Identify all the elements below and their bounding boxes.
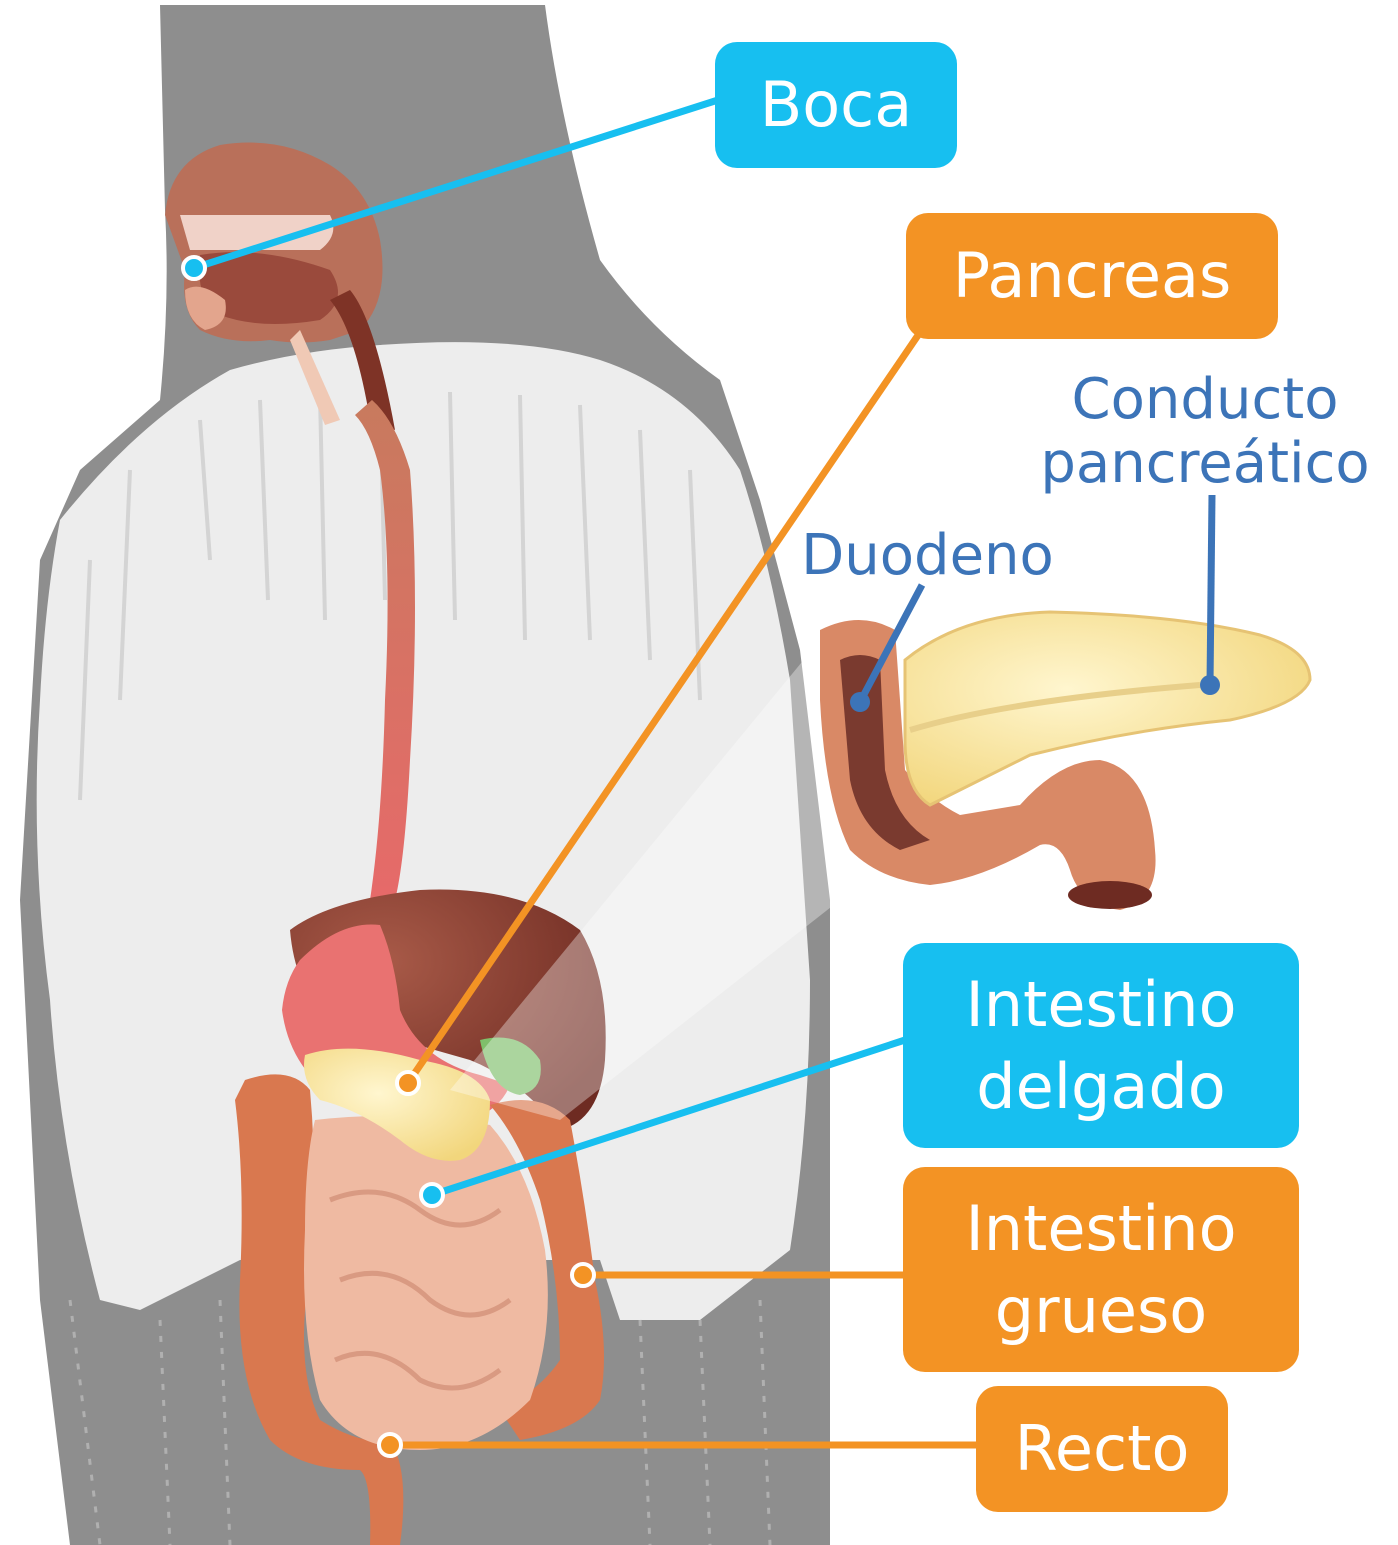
rectum-marker <box>379 1434 401 1456</box>
recto-label-text: Recto <box>1015 1408 1190 1490</box>
small-intestine-marker <box>421 1184 443 1206</box>
boca-label-text: Boca <box>760 64 913 146</box>
duodeno-label-text: Duodeno <box>801 523 1054 588</box>
pancreatic-duct-marker <box>1200 675 1220 695</box>
pancreas-marker <box>397 1072 419 1094</box>
pancreas-label-text: Pancreas <box>953 235 1232 317</box>
duodenum-marker <box>850 692 870 712</box>
intestino-grueso-label-text: Intestino grueso <box>965 1188 1236 1352</box>
pancreas-label: Pancreas <box>906 213 1278 339</box>
intestino-delgado-label-text: Intestino delgado <box>965 964 1236 1128</box>
pancreas-zoom <box>820 612 1310 910</box>
boca-label: Boca <box>715 42 957 168</box>
recto-label: Recto <box>976 1386 1228 1512</box>
duodeno-label: Duodeno <box>795 524 1060 588</box>
intestino-delgado-label: Intestino delgado <box>903 943 1299 1148</box>
large-intestine-marker <box>572 1264 594 1286</box>
conducto-pancreatico-label-text: Conducto pancreático <box>1040 367 1369 496</box>
intestino-grueso-label: Intestino grueso <box>903 1167 1299 1372</box>
boca-marker <box>183 257 205 279</box>
conducto-pancreatico-label: Conducto pancreático <box>1040 368 1370 496</box>
